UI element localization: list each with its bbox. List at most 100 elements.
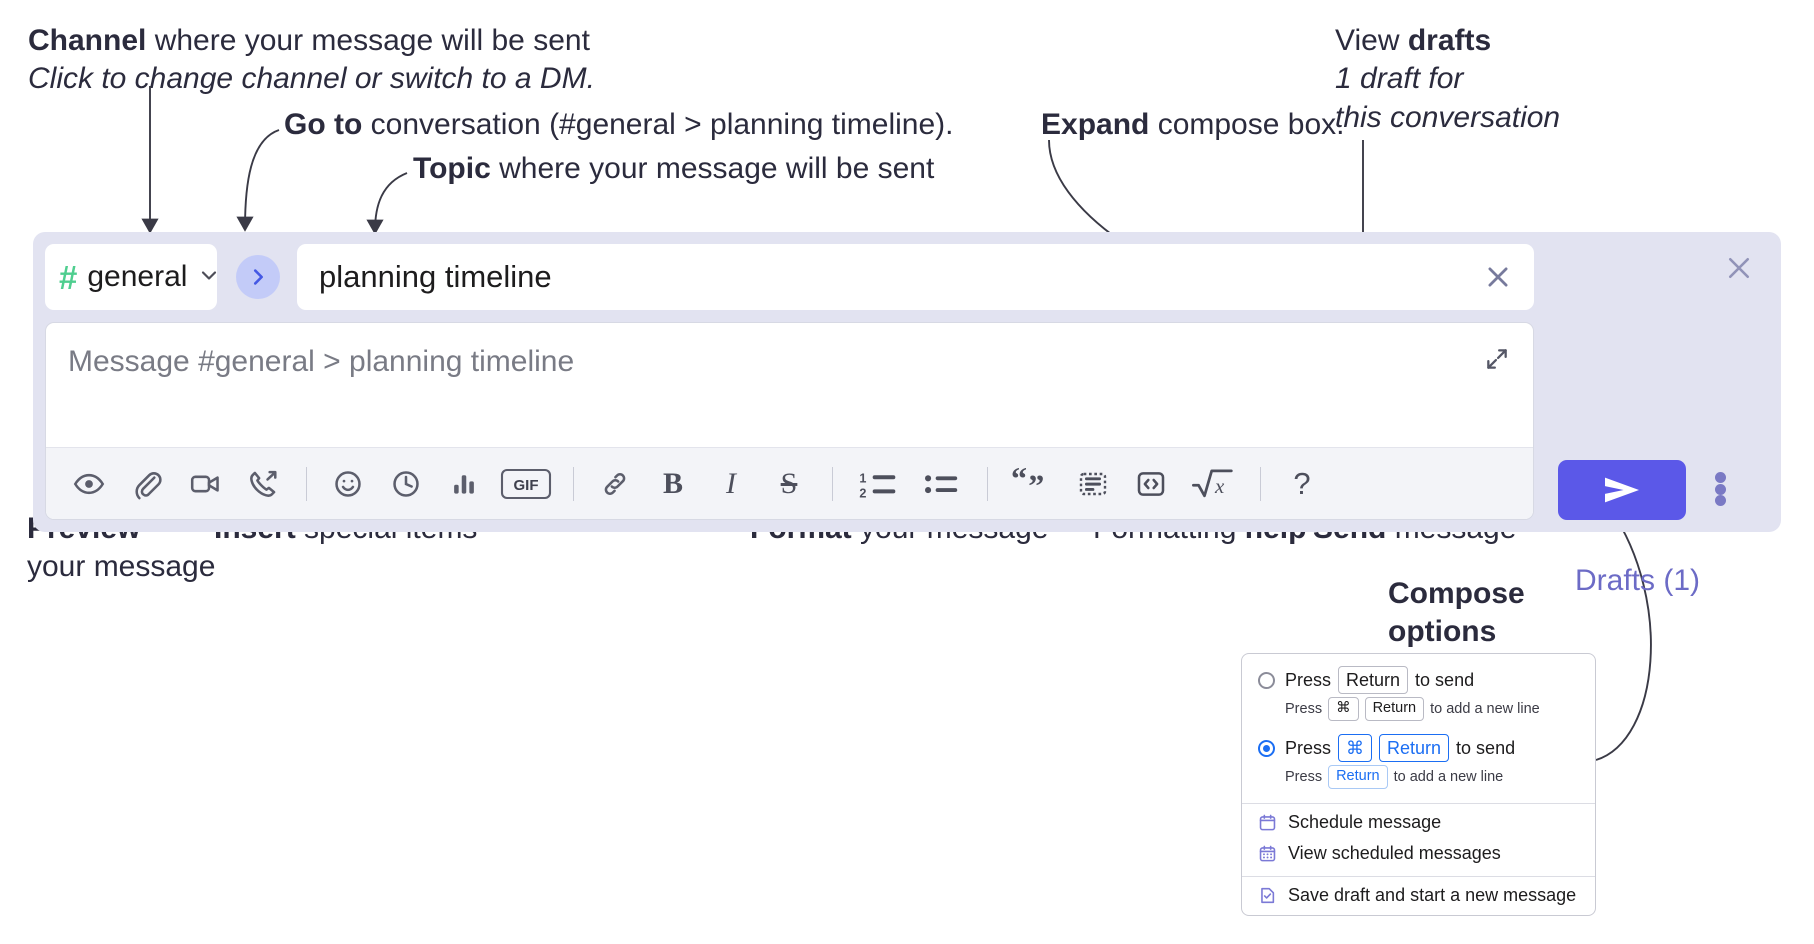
annotation-drafts-plain: View [1335, 24, 1408, 57]
formatting-toolbar: GIF B I S [46, 447, 1533, 519]
key-return-3: Return [1379, 733, 1450, 763]
key-command: ⌘ [1328, 697, 1359, 721]
menu-item-view-scheduled-label: View scheduled messages [1288, 842, 1501, 863]
compose-options-menu: Press Return to send Press ⌘ Return to a… [1241, 653, 1596, 916]
radio-cmd-return-send[interactable] [1258, 739, 1275, 757]
topic-input-wrapper[interactable]: planning timeline [297, 244, 1534, 310]
question-mark-icon: ? [1293, 465, 1311, 501]
option-2-sub-post: to add a new line [1393, 768, 1504, 785]
reminder-button[interactable] [381, 459, 431, 509]
gif-button[interactable]: GIF [497, 459, 555, 509]
separator-4 [987, 466, 988, 501]
bold-button[interactable]: B [648, 459, 698, 509]
bulleted-list-button[interactable] [915, 459, 969, 509]
menu-item-save-draft-label: Save draft and start a new message [1288, 884, 1577, 905]
compose-options-button[interactable] [1705, 468, 1735, 510]
strikethrough-button[interactable]: S [764, 459, 814, 509]
preview-button[interactable] [64, 459, 114, 509]
angle-brackets-icon [1137, 471, 1165, 496]
bold-b-icon: B [662, 466, 683, 500]
menu-divider-1 [1242, 802, 1595, 804]
formatting-help-button[interactable]: ? [1277, 459, 1327, 509]
annotation-channel-italic: Click to change channel or switch to a D… [28, 62, 595, 96]
italic-button[interactable]: I [706, 459, 756, 509]
radio-return-send[interactable] [1258, 671, 1275, 689]
annotation-topic-rest: where your message will be sent [490, 152, 935, 185]
topic-clear-button[interactable] [1478, 257, 1518, 297]
poll-button[interactable] [439, 459, 489, 509]
annotation-preview-line2: your message [27, 550, 216, 584]
goto-conversation-button[interactable] [236, 255, 280, 299]
option-2-sub-pre: Press [1285, 768, 1323, 785]
compose-panel: Drafts (1) # general planning timeline [33, 232, 1781, 597]
audio-clip-button[interactable] [238, 459, 288, 509]
annotation-drafts: View drafts 1 draft for this conversatio… [1335, 22, 1560, 137]
option-2-sublabel: Press Return to add a new line [1242, 762, 1595, 796]
menu-divider-2 [1242, 875, 1595, 877]
separator-3 [832, 466, 833, 501]
annotation-drafts-line3: this conversation [1335, 100, 1561, 134]
menu-item-view-scheduled[interactable]: View scheduled messages [1242, 838, 1595, 869]
annotation-goto-rest: conversation (#general > planning timeli… [362, 108, 954, 141]
code-block-button[interactable] [1068, 459, 1118, 509]
annotation-expand-rest: compose box. [1149, 108, 1345, 141]
latex-button[interactable]: x [1184, 459, 1242, 509]
option-1-pre: Press [1285, 669, 1332, 690]
calendar-grid-icon [1259, 845, 1276, 862]
document-check-icon [1261, 887, 1275, 903]
message-input[interactable]: Message #general > planning timeline [68, 345, 575, 378]
separator-5 [1260, 466, 1261, 501]
video-camera-icon [190, 475, 219, 492]
annotation-goto: Go to conversation (#general > planning … [284, 106, 954, 144]
gif-icon: GIF [500, 468, 552, 499]
bar-chart-icon [454, 474, 474, 494]
svg-text:“: “ [1011, 468, 1027, 496]
video-clip-button[interactable] [180, 459, 230, 509]
quote-marks-icon: “ ” [1011, 468, 1044, 500]
separator-1 [306, 466, 307, 501]
square-root-x-icon: x [1192, 469, 1233, 498]
attach-button[interactable] [122, 459, 172, 509]
emoji-button[interactable] [323, 459, 373, 509]
topic-input[interactable]: planning timeline [319, 259, 552, 294]
option-press-return-to-send[interactable]: Press Return to send [1242, 660, 1595, 695]
menu-item-save-draft[interactable]: Save draft and start a new message [1242, 880, 1595, 911]
send-button[interactable] [1558, 460, 1686, 520]
annotation-expand-bold: Expand [1041, 108, 1150, 141]
inline-code-button[interactable] [1126, 459, 1176, 509]
paperclip-icon [135, 471, 162, 499]
panel-close-button[interactable] [1717, 246, 1761, 290]
message-input-box[interactable]: Message #general > planning timeline [45, 322, 1534, 520]
annotation-drafts-bold: drafts [1407, 24, 1492, 57]
blockquote-button[interactable]: “ ” [1004, 459, 1060, 509]
phone-arrow-icon [250, 470, 277, 497]
option-1-label: Press Return to send [1285, 666, 1474, 695]
option-1-sublabel: Press ⌘ Return to add a new line [1242, 694, 1595, 728]
option-2-post: to send [1456, 737, 1516, 758]
channel-selector[interactable]: # general [45, 244, 217, 310]
eye-icon [73, 473, 105, 494]
option-press-cmd-return-to-send[interactable]: Press ⌘ Return to send [1242, 728, 1595, 763]
ordered-list-button[interactable]: 1 2 [849, 459, 907, 509]
annotation-channel: Channel where your message will be sent … [28, 22, 595, 99]
svg-text:x: x [1214, 474, 1225, 498]
key-return-4: Return [1328, 765, 1388, 789]
drafts-link[interactable]: Drafts (1) [1575, 564, 1701, 597]
menu-item-schedule-message[interactable]: Schedule message [1242, 807, 1595, 838]
expand-compose-button[interactable] [1477, 339, 1517, 379]
option-1-sub-pre: Press [1285, 701, 1323, 718]
option-2-label: Press ⌘ Return to send [1285, 733, 1516, 763]
clock-icon [393, 470, 419, 497]
bulleted-list-icon [925, 474, 958, 493]
key-return: Return [1338, 666, 1409, 695]
expand-diagonal-icon [1487, 349, 1507, 369]
smiley-face-icon [335, 470, 361, 497]
key-command-2: ⌘ [1338, 733, 1373, 763]
annotation-channel-rest: where your message will be sent [146, 24, 590, 57]
more-vertical-icon-dot-3 [1714, 495, 1726, 506]
option-2-pre: Press [1285, 737, 1332, 758]
svg-text:2: 2 [859, 486, 866, 500]
link-button[interactable] [590, 459, 640, 509]
annotation-drafts-line2: 1 draft for [1335, 62, 1464, 96]
annotation-topic-bold: Topic [413, 152, 491, 185]
